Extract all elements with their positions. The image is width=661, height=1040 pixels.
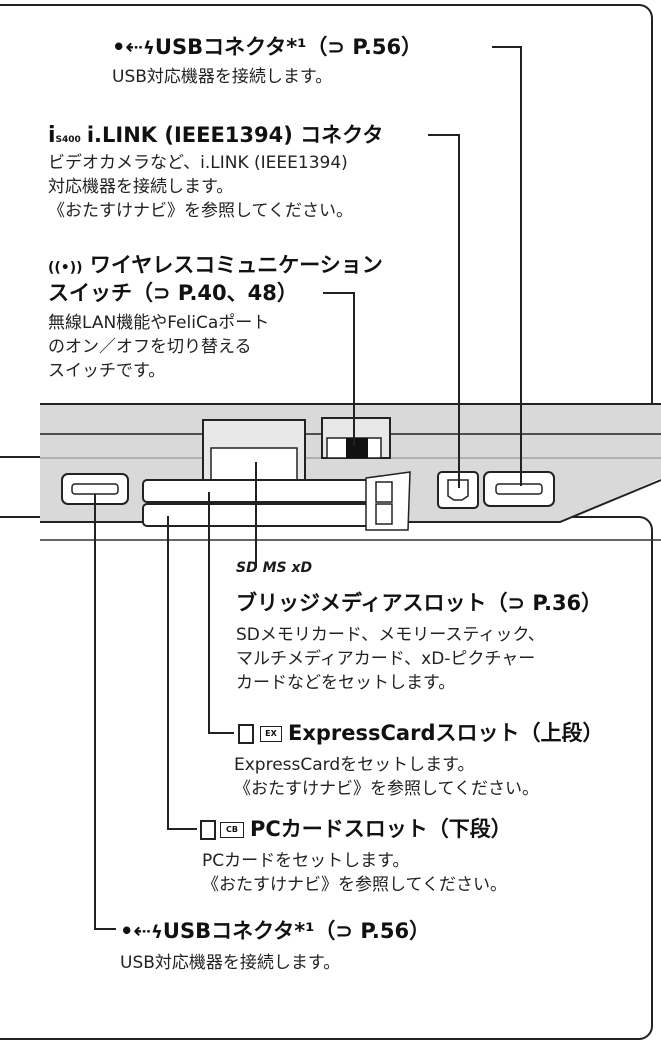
leader-usb-bottom-h (94, 928, 116, 930)
ilink-desc-1: ビデオカメラなど、i.LINK (IEEE1394) (48, 153, 348, 173)
usb-icon: •⇠ (112, 35, 144, 59)
device-illustration (40, 403, 661, 541)
wireless-heading-1: ((•)) ワイヤレスコミュニケーション (48, 253, 383, 277)
wireless-desc-3: スイッチです。 (48, 361, 166, 381)
media-logos: SD MS xD (236, 560, 313, 576)
wireless-heading-2: スイッチ（⊃ P.40、48） (48, 281, 298, 305)
card-icon (238, 724, 254, 744)
leader-usb-top-v (520, 46, 522, 486)
leader-bridge (255, 462, 257, 568)
expresscard-desc-2: 《おたすけナビ》を参照してください。 (234, 779, 539, 799)
usb-icon-2: •⇠ (120, 919, 152, 943)
leader-pccard-h (167, 828, 197, 830)
leader-ilink-v (458, 134, 460, 488)
leader-wireless-v (353, 292, 355, 446)
s400-icon: S400 (55, 135, 81, 145)
power-icon-2: ϟ (151, 922, 163, 943)
leader-usb-bottom-v (94, 494, 96, 930)
leader-ilink-h (428, 134, 460, 136)
cardbus-icon: CB (220, 822, 244, 838)
leader-express-v (208, 492, 210, 734)
ilink-desc-2: 対応機器を接続します。 (48, 177, 234, 197)
usb-bottom-desc: USB対応機器を接続します。 (120, 953, 341, 973)
wireless-desc-2: のオン／オフを切り替える (48, 337, 252, 357)
power-icon: ϟ (143, 38, 155, 59)
leader-pccard-v (167, 516, 169, 830)
expresscard-desc-1: ExpressCardをセットします。 (234, 755, 475, 775)
pccard-desc-1: PCカードをセットします。 (202, 851, 410, 871)
bridge-desc-2: マルチメディアカード、xD-ピクチャー (236, 649, 536, 669)
pccard-desc-2: 《おたすけナビ》を参照してください。 (202, 875, 507, 895)
usb-bottom-heading: •⇠ϟUSBコネクタ*¹（⊃ P.56） (120, 919, 431, 943)
usb-top-desc: USB対応機器を接続します。 (112, 67, 333, 87)
bridge-desc-1: SDメモリカード、メモリースティック、 (236, 625, 545, 645)
wireless-icon: ((•)) (48, 260, 83, 276)
wireless-desc-1: 無線LAN機能やFeliCaポート (48, 313, 270, 333)
usb-top-heading: •⇠ϟUSBコネクタ*¹（⊃ P.56） (112, 35, 423, 59)
leader-usb-top-h (492, 46, 522, 48)
expresscard-icon: EX (260, 726, 282, 742)
leader-wireless-h (323, 292, 355, 294)
leader-express-h (208, 732, 234, 734)
ilink-desc-3: 《おたすけナビ》を参照してください。 (48, 201, 353, 221)
bridge-heading: ブリッジメディアスロット（⊃ P.36） (236, 591, 603, 615)
card-icon-2 (200, 820, 216, 840)
ilink-icon: i (48, 123, 56, 148)
bridge-desc-3: カードなどをセットします。 (236, 673, 456, 693)
